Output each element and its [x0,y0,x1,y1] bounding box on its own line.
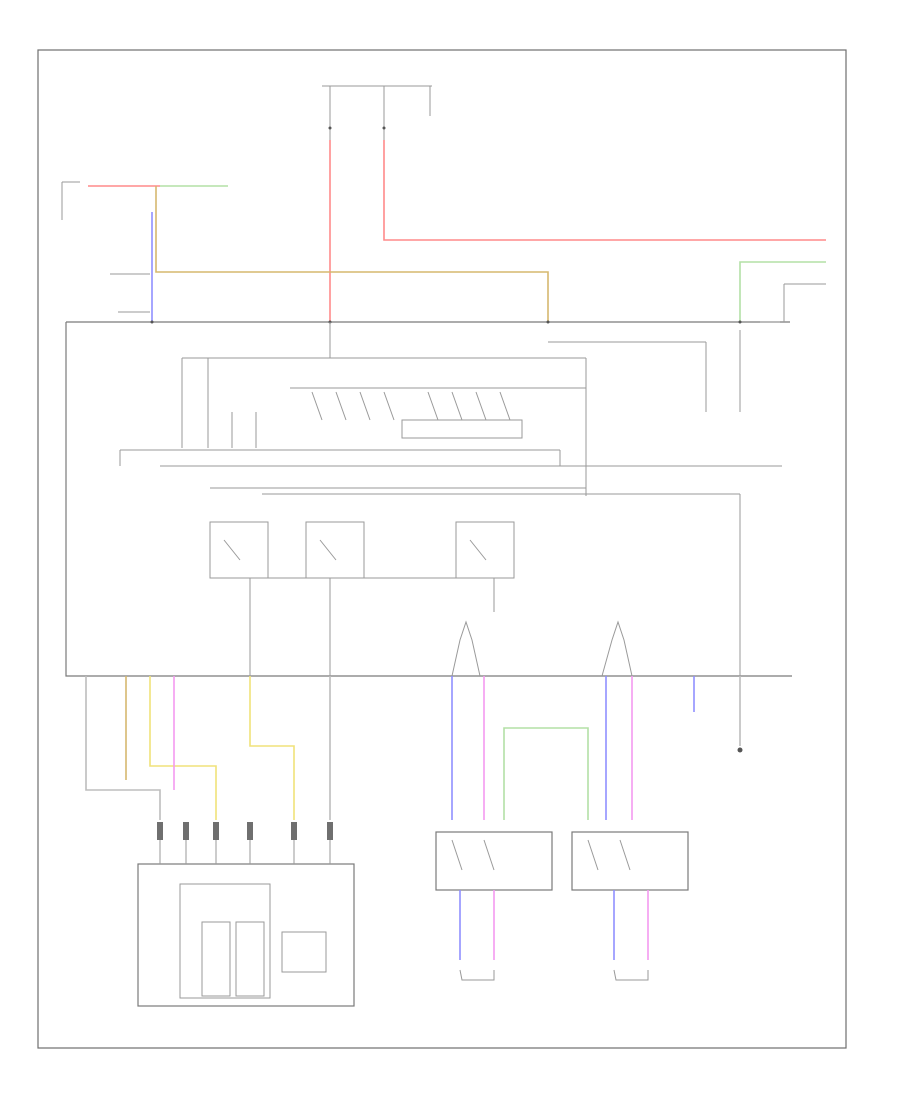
module-diodes [451,620,633,677]
connector-stubs-left [157,822,333,840]
gray-wire-b1 [85,676,161,820]
right-seat-switch [571,831,689,891]
yellow-wire-b2 [249,676,295,820]
red-wire-right [383,140,826,241]
top-fuse-block [322,85,432,140]
ground-symbol [737,747,743,753]
green-wire-right [739,261,826,322]
bottom-left-unit [137,840,355,1007]
switch-bank [311,391,523,439]
green-wire-b3 [503,727,589,820]
right-side-connectors [150,283,826,324]
left-motor-element [459,969,495,981]
yellow-wire-b1 [149,676,217,820]
module-internal-bus [119,322,782,676]
relay-group [209,521,515,676]
right-motor-element [613,969,649,981]
diagram-frame [37,49,847,1049]
left-seat-switch [435,831,553,891]
top-left-connectors [61,181,150,313]
main-module-outline [65,321,792,677]
tan-wire [155,186,549,322]
